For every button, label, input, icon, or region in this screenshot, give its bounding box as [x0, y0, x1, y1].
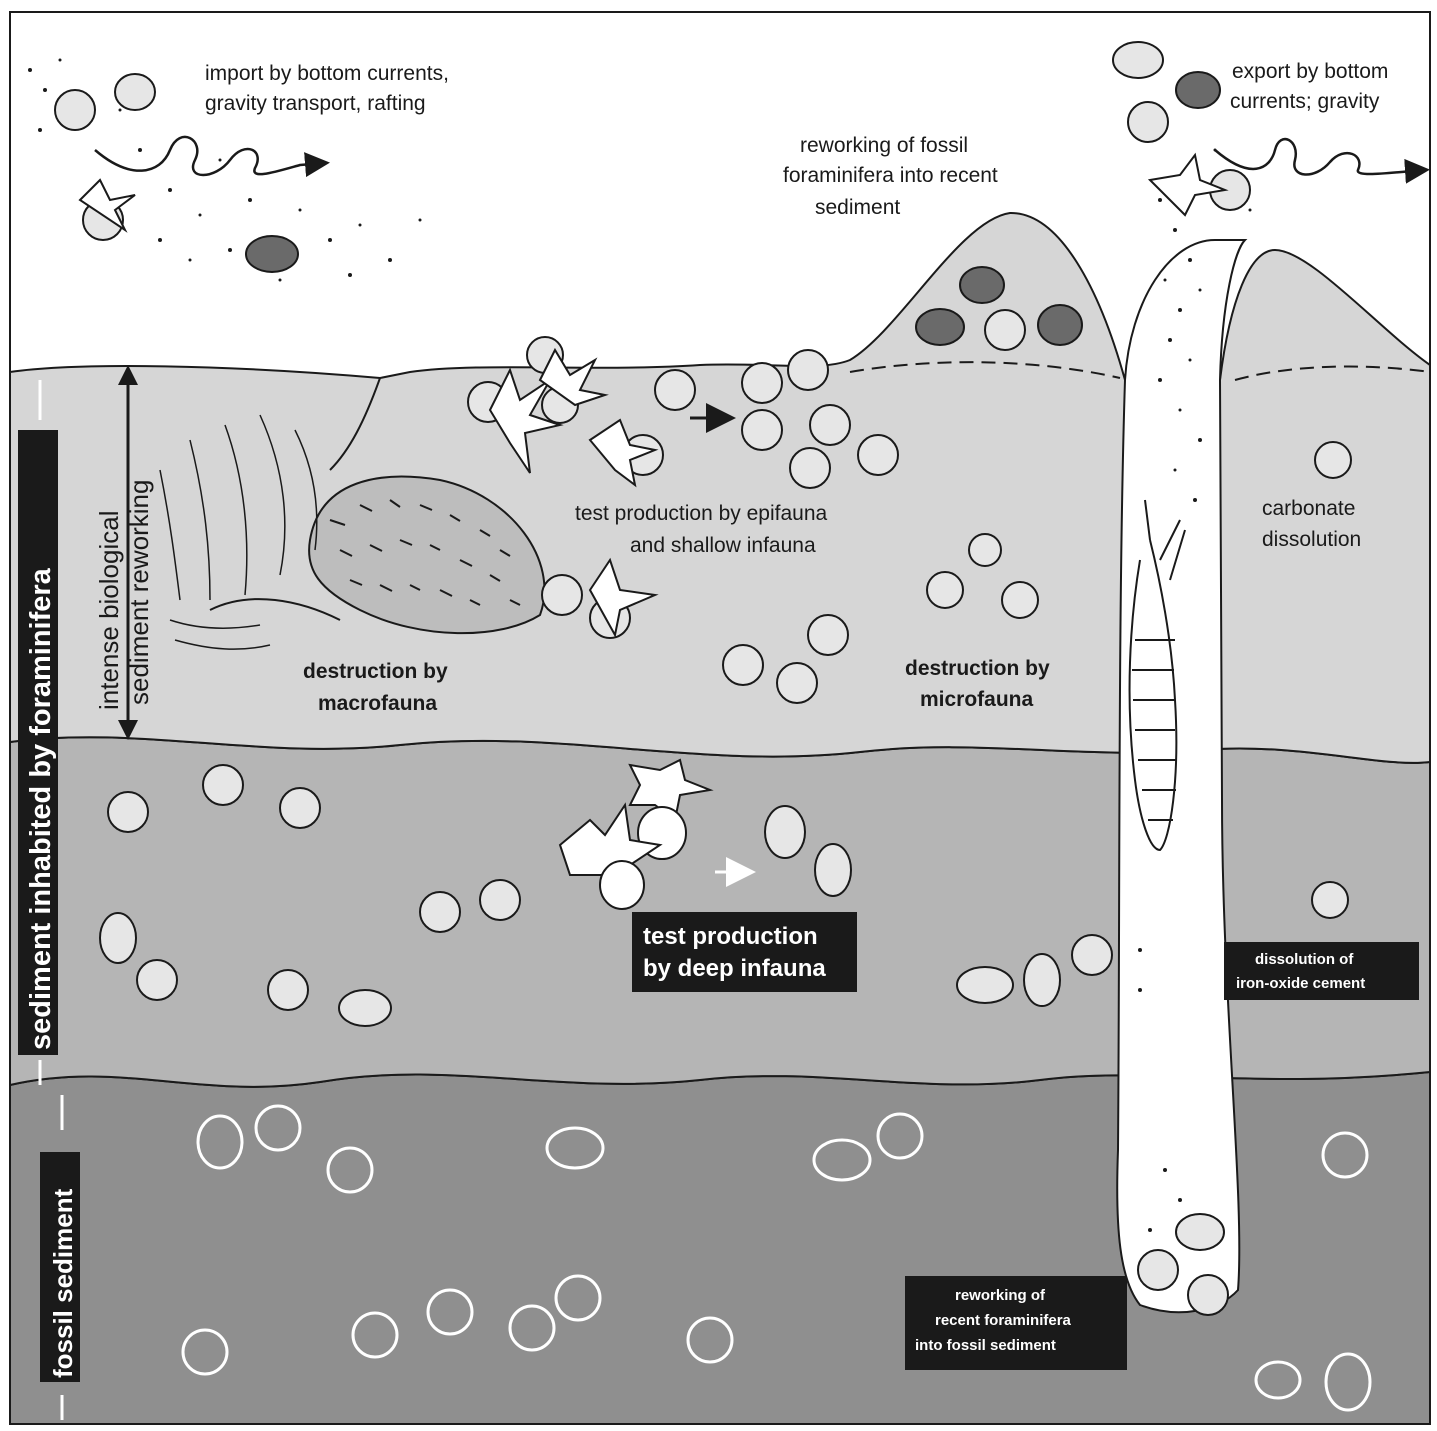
bio-reworking-line2: sediment reworking	[124, 480, 154, 705]
bio-reworking-line1: intense biological	[94, 511, 124, 710]
deep-infauna-label-line2: by deep infauna	[643, 955, 826, 982]
bio-reworking-label: intense biological sediment reworking	[94, 480, 154, 710]
import-label-line1: import by bottom currents,	[205, 62, 449, 85]
microfauna-label-line2: microfauna	[920, 688, 1034, 711]
rework-fossil-label-line1: reworking of fossil	[800, 134, 968, 157]
import-label-line2: gravity transport, rafting	[205, 92, 426, 115]
rework-fossil-label-line2: foraminifera into recent	[783, 164, 998, 187]
carbonate-label-line1: carbonate	[1262, 497, 1355, 520]
fossil-sediment-label: fossil sediment	[48, 1188, 78, 1378]
microfauna-label-line1: destruction by	[905, 657, 1050, 680]
rework-recent-label-line1: reworking of	[955, 1287, 1046, 1304]
iron-oxide-label-line1: dissolution of	[1255, 951, 1354, 968]
carbonate-label-line2: dissolution	[1262, 528, 1361, 551]
rework-recent-label-line2: recent foraminifera	[935, 1312, 1072, 1329]
rework-fossil-label-line3: sediment	[815, 196, 900, 219]
epifauna-label-line1: test production by epifauna	[575, 502, 827, 525]
macrofauna-label-line2: macrofauna	[318, 692, 437, 715]
rework-recent-label-line3: into fossil sediment	[915, 1337, 1056, 1354]
epifauna-label-line2: and shallow infauna	[630, 534, 816, 557]
export-label-line1: export by bottom	[1232, 60, 1388, 83]
macrofauna-label-line1: destruction by	[303, 660, 448, 683]
deep-infauna-label-line1: test production	[643, 923, 818, 950]
iron-oxide-label-line2: iron-oxide cement	[1236, 975, 1365, 992]
inhabited-label: sediment inhabited by foraminifera	[25, 567, 57, 1050]
export-label-line2: currents; gravity	[1230, 90, 1380, 113]
